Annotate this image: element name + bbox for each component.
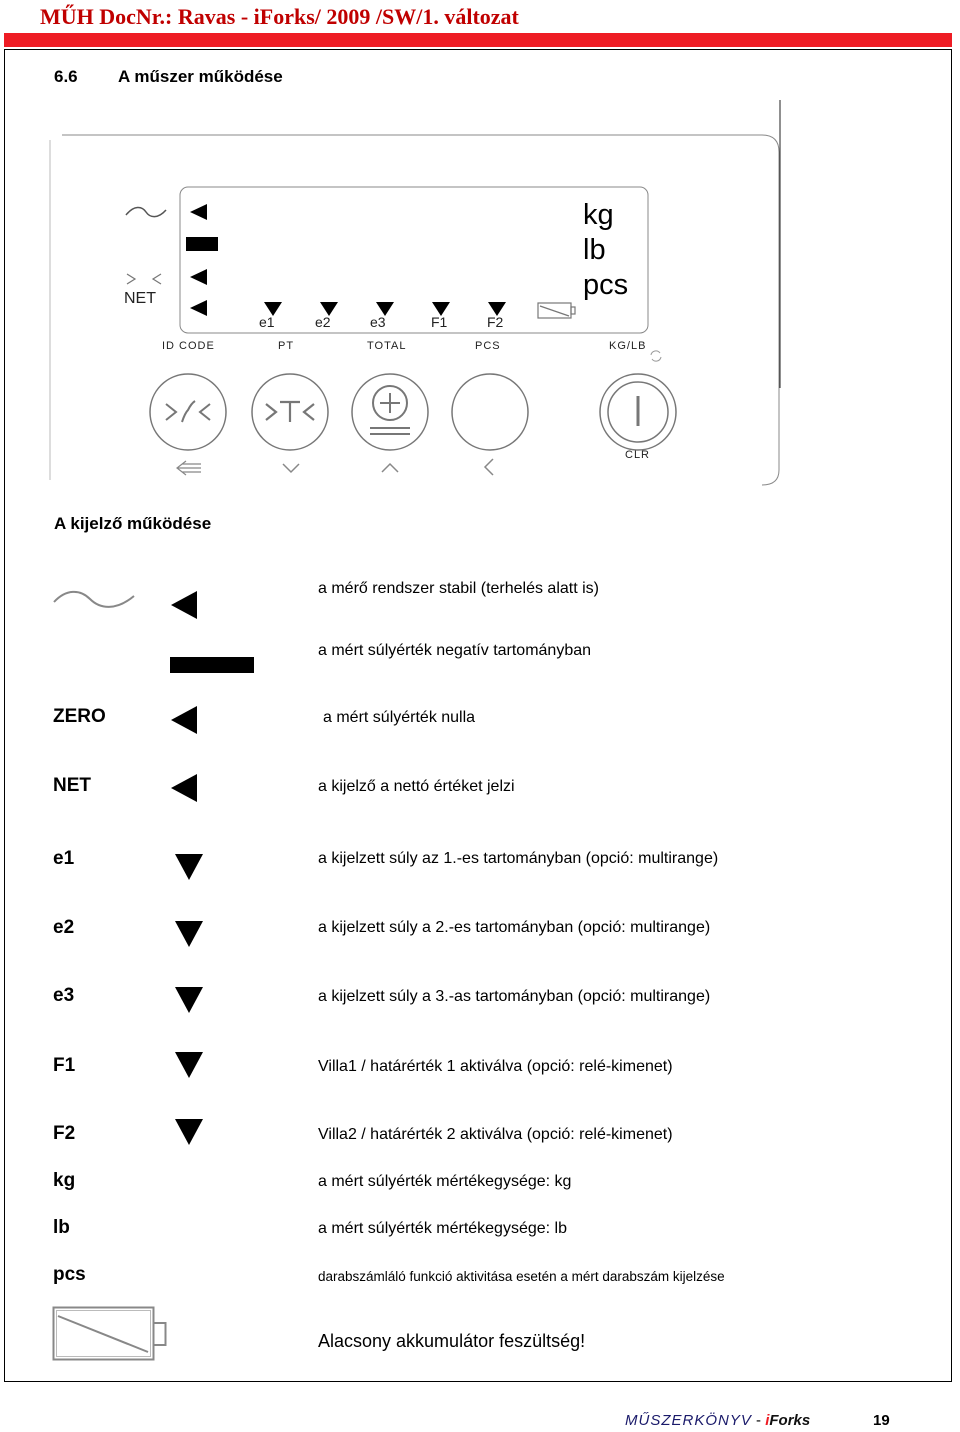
minus-bar-icon [186,237,218,251]
document-title: MŰH DocNr.: Ravas - iForks/ 2009 /SW/1. … [40,4,519,29]
lcd-marker-e1: e1 [259,314,275,330]
lcd-marker-f1: F1 [431,314,448,330]
footer-manual: MŰSZERKÖNYV - iForks [625,1412,810,1429]
legend-desc-stable: a mérő rendszer stabil (terhelés alatt i… [318,580,599,597]
legend-symbol-net: NET [53,775,91,796]
pcs-key-button[interactable] [450,372,530,452]
zero-key-icon [149,373,227,451]
legend-desc-f2: Villa2 / határérték 2 aktiválva (opció: … [318,1126,673,1143]
legend-symbol-pcs: pcs [53,1264,86,1285]
blank-key-icon [451,373,529,451]
key-label-pcs: PCS [475,340,501,352]
minus-bar-icon [170,657,254,673]
triangle-down-icon [488,302,506,316]
triangle-down-icon [320,302,338,316]
key-label-total: TOTAL [367,340,407,352]
triangle-left-icon [190,269,207,285]
key-label-pt: PT [278,340,295,352]
legend-symbol-e3: e3 [53,985,75,1006]
total-key-button[interactable] [350,372,430,452]
lcd-marker-e2: e2 [315,314,331,330]
zero-key-button[interactable] [148,372,228,452]
triangle-down-icon [175,854,203,880]
header-bar [4,33,952,47]
triangle-left-icon [190,300,207,316]
legend-desc-e2: a kijelzett súly a 2.-es tartományban (o… [318,919,711,936]
refresh-icon [650,350,662,362]
legend-desc-kg: a mért súlyérték mértékegysége: kg [318,1173,572,1190]
legend-symbol-f2: F2 [53,1123,76,1144]
lcd-marker-e3: e3 [370,314,386,330]
triangle-down-icon [175,1119,203,1145]
key-label-clr: CLR [625,449,651,461]
legend-desc-negative: a mért súlyérték negatív tartományban [318,642,592,659]
legend-desc-pcs: darabszámláló funkció aktivitása esetén … [318,1269,725,1284]
legend-symbol-e2: e2 [53,917,75,938]
legend-symbol-f1: F1 [53,1055,76,1076]
legend-desc-net: a kijelző a nettó értéket jelzi [318,778,515,795]
page-frame [4,49,952,1382]
legend-symbol-e1: e1 [53,848,75,869]
footer-book: MŰSZERKÖNYV [625,1412,752,1429]
arrow-left-icon [176,460,201,476]
section-number: 6.6 [54,67,78,86]
footer-brand-logo: iForks [765,1412,810,1429]
section-title: A műszer működése [118,67,283,86]
legend-symbol-lb: lb [53,1217,70,1238]
key-label-id-code: ID CODE [162,340,215,352]
plus-key-icon [351,373,429,451]
triangle-down-icon [175,1052,203,1078]
lcd-unit-lb: lb [583,234,606,266]
stable-icon [53,590,135,608]
chevron-up-icon [381,462,399,473]
triangle-down-icon [432,302,450,316]
lcd-unit-pcs: pcs [583,269,629,301]
legend-desc-f1: Villa1 / határérték 1 aktiválva (opció: … [318,1058,673,1075]
display-section-title: A kijelző működése [54,514,212,533]
legend-desc-lb: a mért súlyérték mértékegysége: lb [318,1220,567,1237]
triangle-down-icon [175,921,203,947]
legend-desc-e1: a kijelzett súly az 1.-es tartományban (… [318,850,719,867]
lcd-marker-f2: F2 [487,314,504,330]
legend-symbol-kg: kg [53,1170,76,1191]
footer-brand-name: Forks [769,1412,811,1429]
triangle-left-icon [171,774,197,802]
triangle-down-icon [175,987,203,1013]
tare-key-icon [251,373,329,451]
battery-low-icon [52,1306,167,1361]
power-key-button[interactable] [598,372,678,452]
footer-brand-prefix: i [765,1412,770,1429]
legend-desc-battery: Alacsony akkumulátor feszültség! [318,1331,586,1351]
triangle-down-icon [264,302,282,316]
power-key-icon [599,373,677,451]
lcd-unit-kg: kg [583,199,614,231]
page-number: 19 [873,1412,890,1429]
footer-separator: - [756,1412,762,1429]
legend-desc-e3: a kijelzett súly a 3.-as tartományban (o… [318,988,711,1005]
lcd-net-label: NET [124,290,156,307]
triangle-left-icon [171,591,197,619]
key-label-kg-lb: KG/LB [609,340,647,352]
chevron-down-icon [282,463,300,474]
zero-icon [126,273,162,285]
tare-key-button[interactable] [250,372,330,452]
legend-symbol-zero: ZERO [53,706,106,727]
triangle-down-icon [376,302,394,316]
triangle-left-icon [171,706,197,734]
stable-icon [125,206,167,218]
triangle-left-icon [190,204,207,220]
legend-desc-zero: a mért súlyérték nulla [323,709,476,726]
panel-outline [49,100,781,486]
battery-low-icon [537,302,576,319]
chevron-left-icon [483,458,494,476]
